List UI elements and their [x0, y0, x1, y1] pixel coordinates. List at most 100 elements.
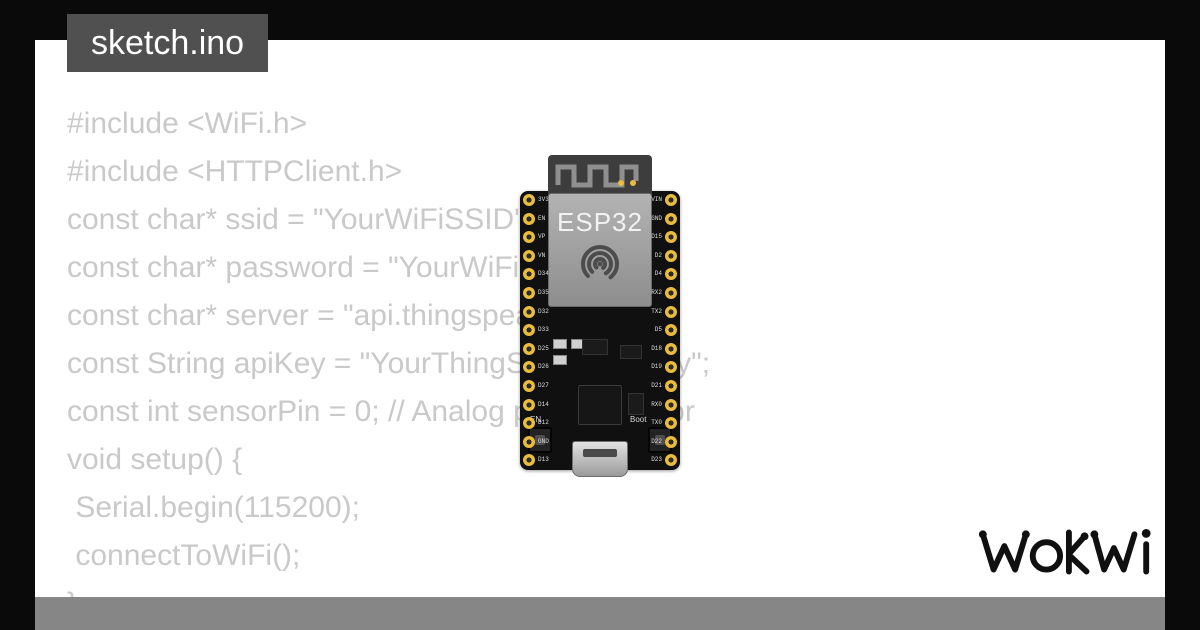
pin-label: RX0 [651, 400, 662, 408]
pin-hole [523, 342, 535, 355]
pin-label: D32 [538, 307, 549, 315]
pin-row: D26 [523, 361, 549, 374]
pin-row: D23 [651, 454, 677, 467]
bottom-bar [35, 597, 1165, 630]
pin-row: VP [523, 231, 546, 244]
file-tab[interactable]: sketch.ino [67, 14, 269, 72]
pin-row: TX2 [651, 305, 677, 318]
antenna-pad [630, 180, 636, 186]
pin-label: D35 [538, 288, 549, 296]
microcontroller-chip [578, 385, 622, 425]
pin-label: TX0 [651, 419, 662, 427]
pin-label: D5 [654, 326, 662, 334]
pin-label: D12 [538, 419, 549, 427]
pin-row: TX0 [651, 417, 677, 430]
pin-label: D15 [651, 233, 662, 241]
pin-label: EN [538, 214, 546, 222]
pin-hole [523, 454, 535, 467]
wokwi-logo [978, 528, 1151, 575]
pin-row: D4 [654, 268, 677, 281]
pin-hole [665, 194, 677, 206]
pin-row: D19 [651, 361, 677, 374]
pin-hole [665, 324, 677, 337]
capacitor [553, 339, 567, 349]
pin-label: 3V3 [538, 196, 549, 203]
pin-hole [523, 324, 535, 337]
code-line: void setup() { [67, 443, 243, 476]
pin-row: RX0 [651, 398, 677, 411]
pin-row: D32 [523, 305, 549, 318]
pin-hole [665, 417, 677, 430]
pin-label: D18 [651, 344, 662, 352]
pin-row: RX2 [651, 286, 677, 299]
pin-hole [665, 305, 677, 318]
esp32-label: ESP32 [557, 207, 643, 237]
pin-row: D5 [654, 324, 677, 337]
pin-hole [665, 249, 677, 262]
pin-hole [523, 417, 535, 430]
antenna-module [548, 155, 652, 195]
en-button-label: EN [530, 415, 542, 424]
usb-connector [572, 441, 628, 477]
pin-hole [665, 398, 677, 411]
file-tab-label: sketch.ino [91, 23, 245, 62]
pin-hole [523, 268, 535, 281]
usb-uart-chip [620, 345, 642, 359]
pin-row: D18 [651, 342, 677, 355]
pin-row: GND [651, 212, 677, 225]
pin-hole [665, 342, 677, 355]
pin-label: D4 [654, 270, 662, 278]
pin-row: D27 [523, 379, 549, 392]
antenna-pad [618, 180, 624, 186]
antenna-trace-icon [555, 164, 639, 188]
pin-label: GND [538, 437, 549, 445]
voltage-regulator [582, 339, 608, 355]
pin-row: VIN [651, 194, 677, 206]
pin-label: GND [651, 214, 662, 222]
pin-label: VN [538, 251, 546, 259]
pin-label: D25 [538, 344, 549, 352]
capacitor [553, 355, 567, 365]
pin-label: D13 [538, 456, 549, 464]
pin-hole [665, 361, 677, 374]
pin-row: D2 [654, 249, 677, 262]
pin-hole [665, 212, 677, 225]
pin-label: RX2 [651, 288, 662, 296]
pin-label: D2 [654, 251, 662, 259]
code-line: #include <WiFi.h> [67, 107, 308, 140]
code-line: Serial.begin(115200); [67, 491, 360, 524]
pin-hole [523, 286, 535, 299]
pin-hole [523, 435, 535, 448]
pin-hole [665, 286, 677, 299]
pin-row: D21 [651, 379, 677, 392]
pin-row: D22 [651, 435, 677, 448]
pin-row: D35 [523, 286, 549, 299]
pin-label: D14 [538, 400, 549, 408]
code-line: } [67, 580, 710, 597]
pin-row: D25 [523, 342, 549, 355]
pin-label: D27 [538, 381, 549, 389]
pin-row: D33 [523, 324, 549, 337]
boot-button-label: Boot [630, 415, 647, 424]
small-ic [628, 393, 644, 415]
pin-label: D33 [538, 326, 549, 334]
pin-row: GND [523, 435, 549, 448]
pin-label: VIN [651, 196, 662, 203]
pin-row: D12 [523, 417, 549, 430]
pin-row: 3V3 [523, 194, 549, 206]
pin-hole [523, 361, 535, 374]
pin-hole [523, 379, 535, 392]
pin-label: VP [538, 233, 546, 241]
pin-hole [523, 249, 535, 262]
code-line: const char* ssid = "YourWiFiSSID"; [67, 203, 534, 236]
pin-hole [523, 231, 535, 244]
pin-row: VN [523, 249, 546, 262]
pin-hole [665, 435, 677, 448]
pin-hole [523, 398, 535, 411]
code-line: connectToWiFi(); [67, 539, 301, 572]
pin-hole [665, 231, 677, 244]
